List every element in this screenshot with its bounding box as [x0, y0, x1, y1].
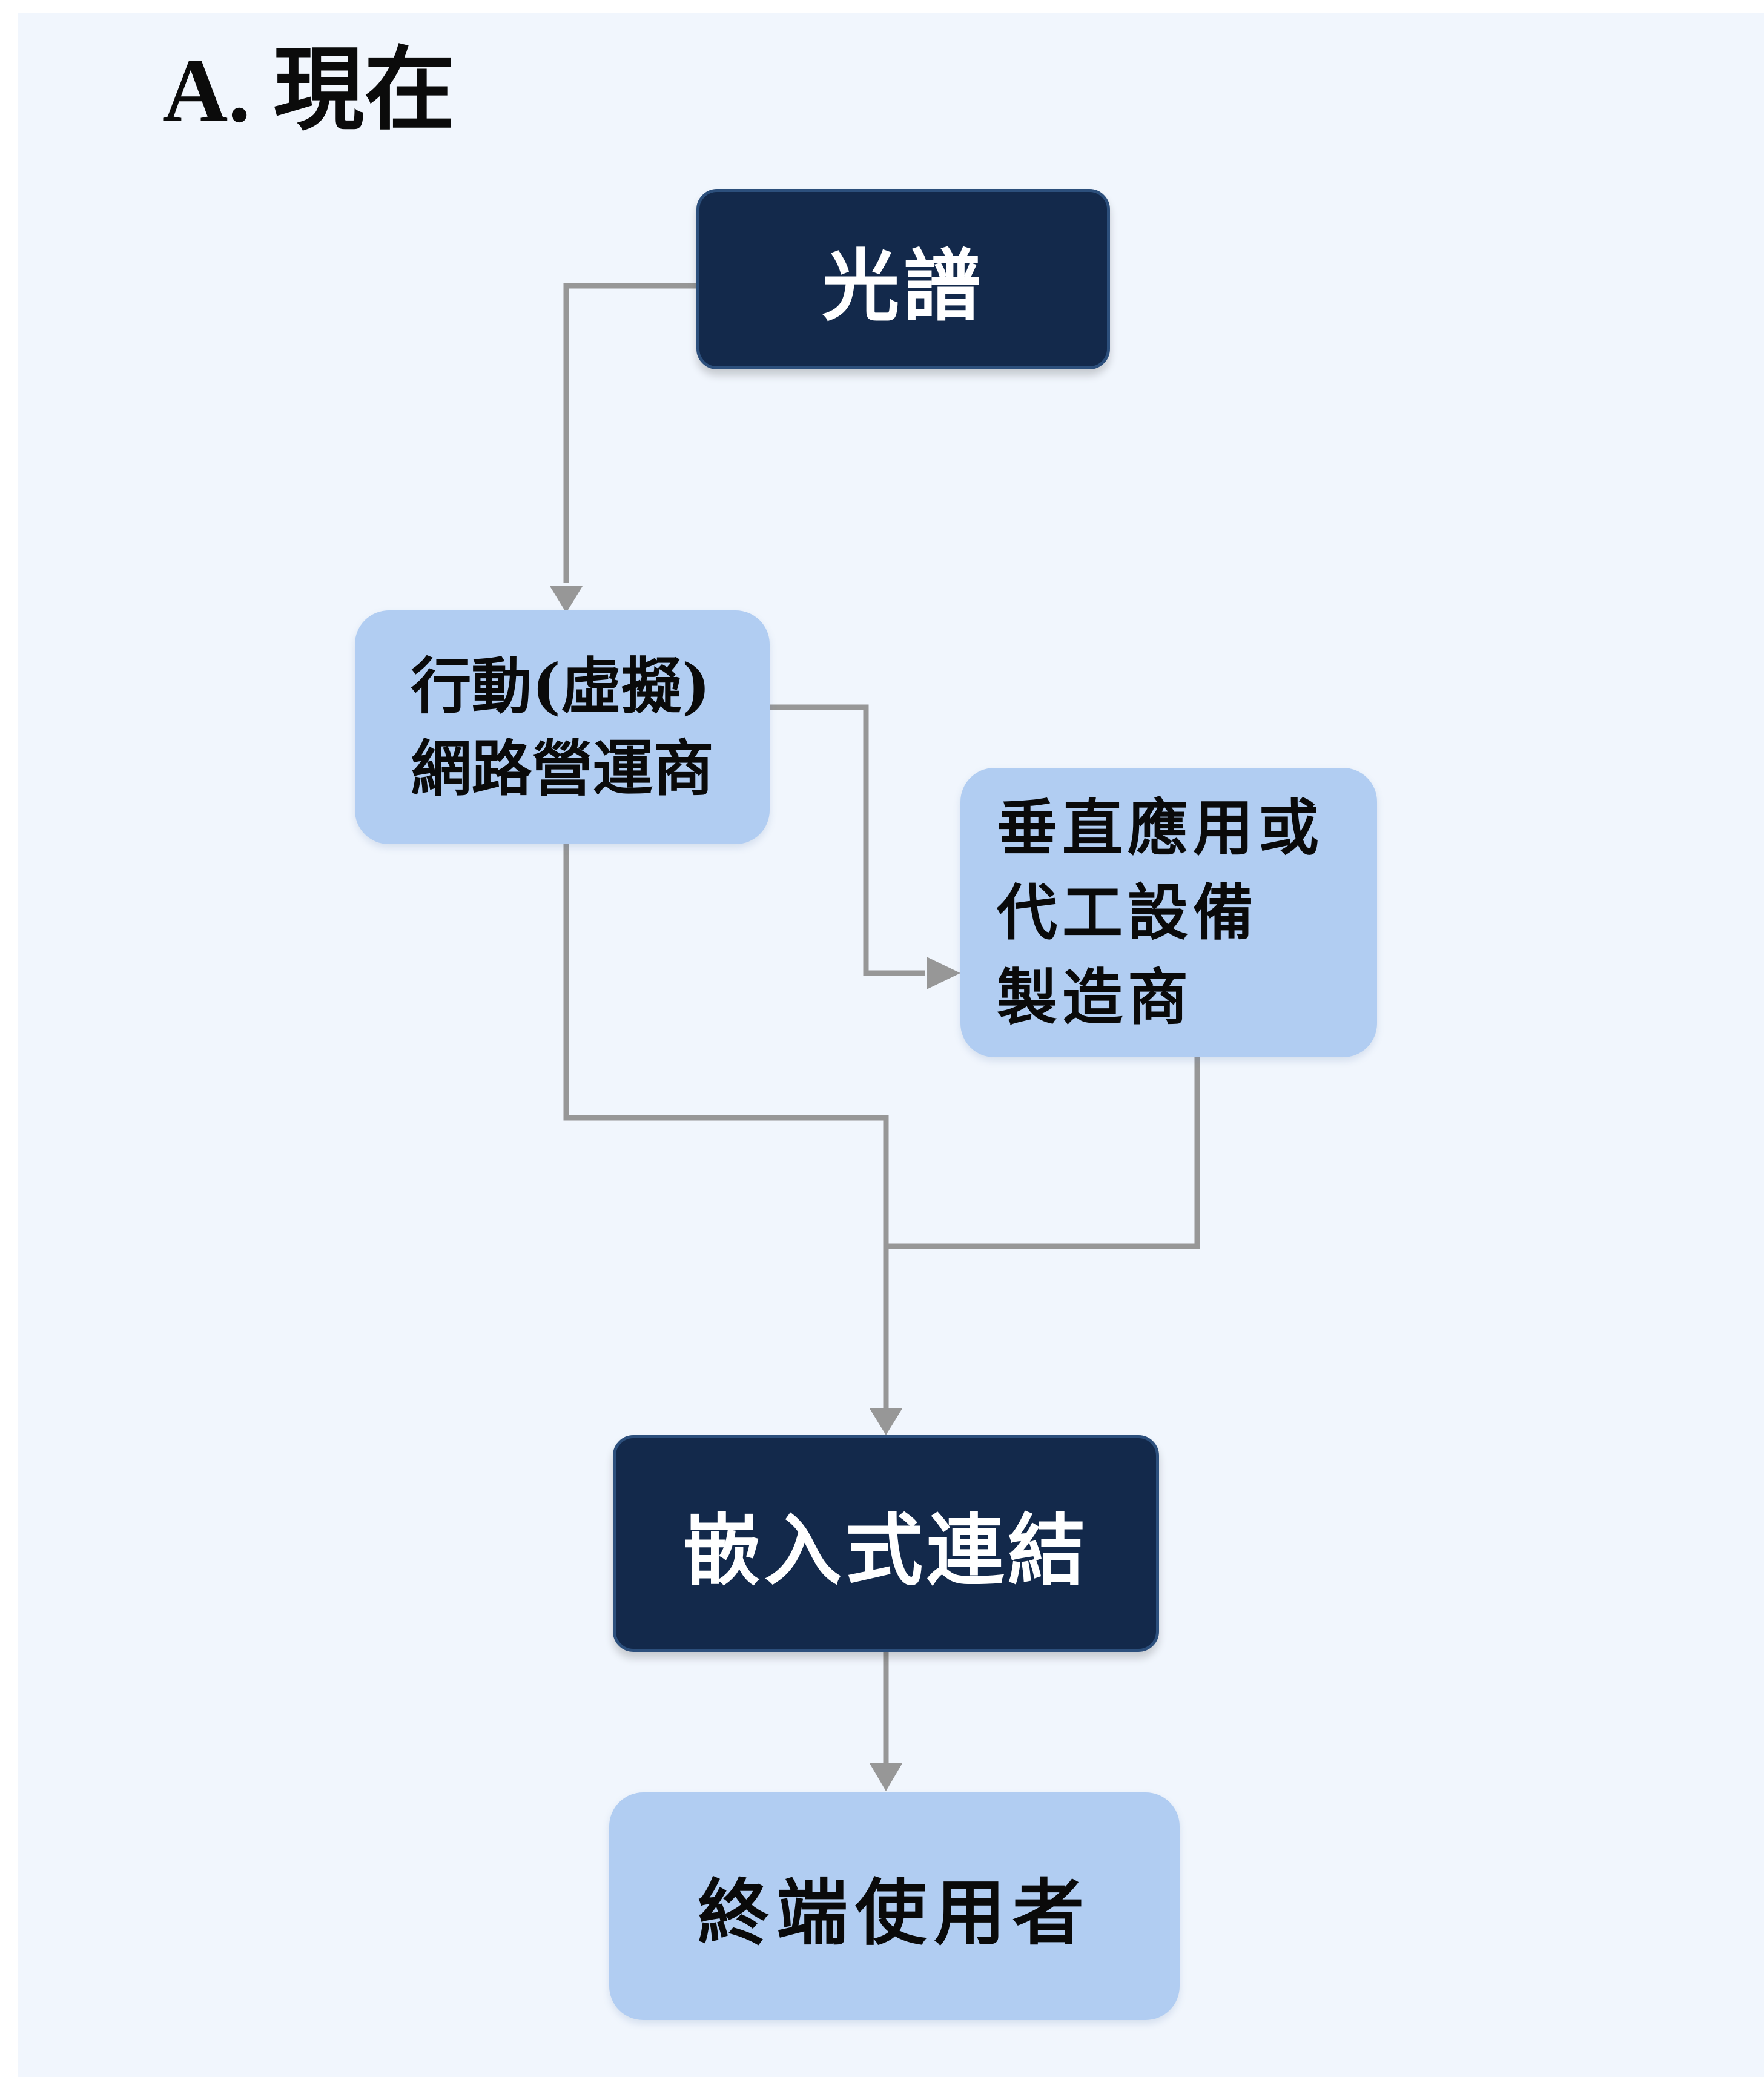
arrowhead-to-enduser — [870, 1763, 902, 1791]
node-vertical-oem: 垂直應用或 代工設備 製造商 — [960, 768, 1377, 1057]
node-vertical-oem-line-1: 垂直應用或 — [997, 792, 1324, 863]
node-spectrum-label: 光譜 — [822, 240, 985, 332]
diagram-heading: A. 現在 — [162, 41, 455, 141]
node-embedded-connection: 嵌入式連結 — [613, 1435, 1159, 1652]
arrowhead-to-oem — [927, 957, 960, 989]
arrowhead-to-embedded — [870, 1408, 902, 1435]
node-mobile-operator-line-2: 網路營運商 — [411, 733, 714, 804]
connector-operator-to-oem — [769, 704, 925, 976]
arrowhead-to-operator — [550, 586, 583, 613]
node-mobile-operator-line-1: 行動(虛擬) — [411, 650, 711, 722]
connector-oem-to-merge — [886, 1057, 1200, 1249]
diagram-background-edge — [18, 139, 29, 2077]
node-embedded-connection-label: 嵌入式連結 — [682, 1505, 1089, 1596]
node-end-user-label: 終端使用者 — [697, 1870, 1091, 1955]
node-end-user: 終端使用者 — [609, 1792, 1180, 2020]
node-mobile-operator: 行動(虛擬) 網路營運商 — [355, 610, 770, 844]
node-vertical-oem-line-3: 製造商 — [997, 962, 1193, 1033]
connector-operator-to-embedded — [563, 844, 889, 1408]
node-vertical-oem-line-2: 代工設備 — [997, 877, 1258, 948]
connector-spectrum-to-operator — [563, 283, 696, 583]
node-spectrum: 光譜 — [696, 189, 1110, 369]
